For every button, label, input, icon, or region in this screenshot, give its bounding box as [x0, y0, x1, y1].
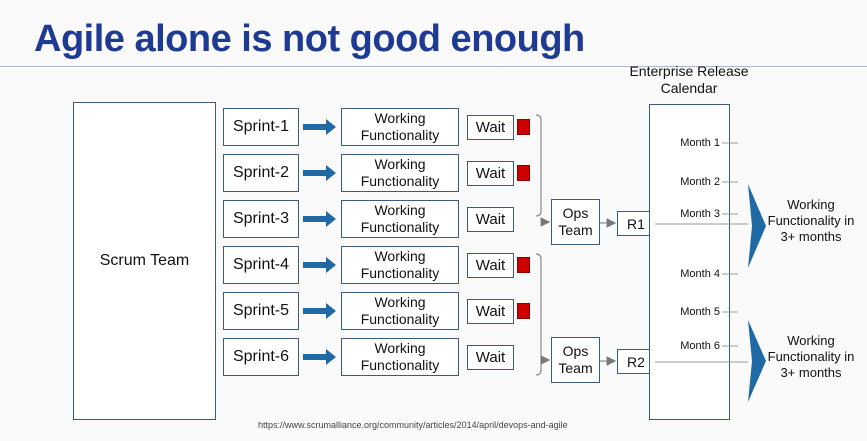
release-calendar	[649, 104, 730, 420]
scrum-team-box: Scrum Team	[73, 102, 216, 420]
blocked-flag-5	[517, 303, 530, 319]
calendar-title: Enterprise Release Calendar	[629, 63, 749, 96]
sprint-3-box: Sprint-3	[223, 200, 299, 238]
blocked-flag-2	[517, 165, 530, 181]
sprint-arrow-1	[303, 119, 336, 135]
outcome-label-1: Working Functionality in 3+ months	[767, 197, 855, 244]
release-r2-box: R2	[617, 349, 655, 374]
outcome-label-2: Working Functionality in 3+ months	[767, 333, 855, 380]
sprint-6-box: Sprint-6	[223, 338, 299, 376]
wait-box-3: Wait	[467, 207, 514, 232]
wait-box-1: Wait	[467, 115, 514, 140]
month-4-label: Month 4	[680, 268, 720, 280]
month-6-label: Month 6	[680, 340, 720, 352]
working-functionality-5: Working Functionality	[341, 292, 459, 330]
wait-box-2: Wait	[467, 161, 514, 186]
sprint-arrow-3	[303, 211, 336, 227]
sprint-2-box: Sprint-2	[223, 154, 299, 192]
working-functionality-6: Working Functionality	[341, 338, 459, 376]
wait-box-5: Wait	[467, 299, 514, 324]
month-3-label: Month 3	[680, 208, 720, 220]
group-bracket-1	[535, 114, 542, 217]
sprint-4-box: Sprint-4	[223, 246, 299, 284]
wait-box-6: Wait	[467, 345, 514, 370]
wait-box-4: Wait	[467, 253, 514, 278]
outcome-arrow-2-shape	[748, 320, 766, 402]
source-link[interactable]: https://www.scrumalliance.org/community/…	[258, 420, 568, 430]
month-2-label: Month 2	[680, 176, 720, 188]
month-1-label: Month 1	[680, 137, 720, 149]
working-functionality-4: Working Functionality	[341, 246, 459, 284]
group-bracket-2	[535, 253, 542, 376]
ops-team-box-1: Ops Team	[551, 199, 600, 245]
sprint-arrow-4	[303, 257, 336, 273]
sprint-arrow-6	[303, 349, 336, 365]
working-functionality-3: Working Functionality	[341, 200, 459, 238]
sprint-5-box: Sprint-5	[223, 292, 299, 330]
working-functionality-1: Working Functionality	[341, 108, 459, 146]
slide-title: Agile alone is not good enough	[34, 18, 585, 60]
blocked-flag-1	[517, 119, 530, 135]
ops-team-box-2: Ops Team	[551, 337, 600, 383]
sprint-1-box: Sprint-1	[223, 108, 299, 146]
sprint-arrow-2	[303, 165, 336, 181]
month-5-label: Month 5	[680, 306, 720, 318]
working-functionality-2: Working Functionality	[341, 154, 459, 192]
sprint-arrow-5	[303, 303, 336, 319]
title-divider	[0, 66, 867, 67]
blocked-flag-4	[517, 257, 530, 273]
outcome-arrow-1-shape	[748, 184, 766, 268]
